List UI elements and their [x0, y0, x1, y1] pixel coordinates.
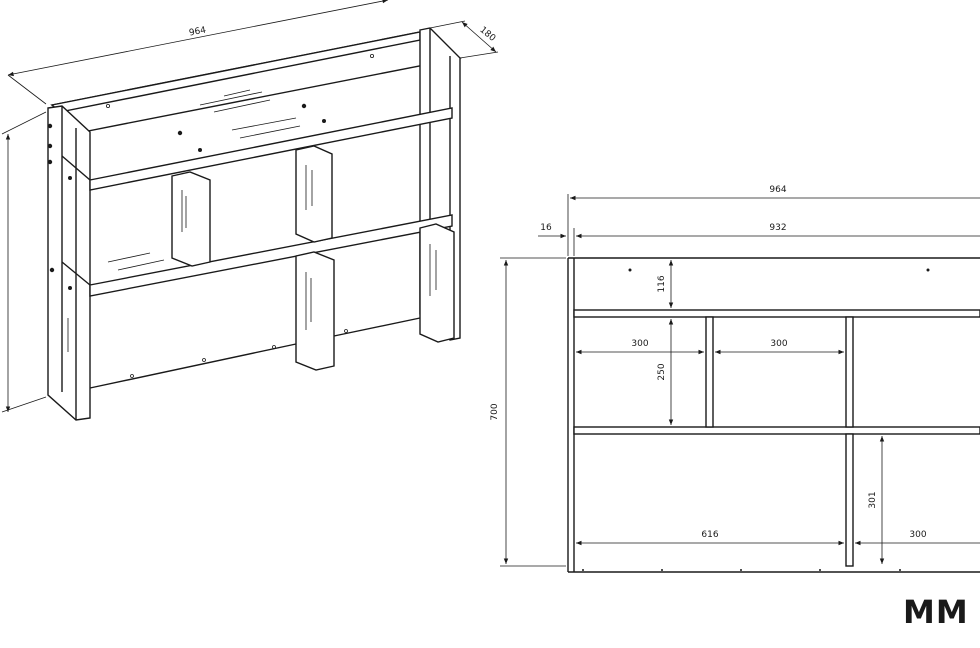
front-dim-cell-left: 300 [631, 339, 648, 349]
front-dim-lower-left: 616 [701, 530, 718, 540]
iso-dim-depth: 180 [477, 25, 497, 44]
iso-top-board [50, 31, 462, 132]
front-upper-divider-1 [705, 316, 714, 428]
iso-lower-divider-right [419, 223, 455, 343]
front-dim-total-width: 964 [769, 185, 786, 195]
front-dim-cell-mid: 300 [770, 339, 787, 349]
front-dim-inner-width: 932 [769, 223, 786, 233]
front-dim-mid-gap: 250 [657, 363, 667, 380]
brand-logo: MM [903, 593, 969, 631]
iso-lower-divider-center [295, 251, 335, 371]
front-dim-height: 700 [490, 403, 500, 420]
iso-lower-shelf [89, 214, 453, 297]
iso-upper-divider-left [171, 171, 211, 267]
iso-upper-divider-right [295, 145, 333, 243]
front-upper-divider-2 [845, 316, 854, 428]
iso-grain-marks [61, 89, 437, 356]
front-dim-top-gap: 116 [657, 275, 667, 292]
front-view: 964 16 932 700 116 250 300 300 301 616 3… [490, 185, 980, 573]
iso-dim-height: 700 [0, 266, 1, 283]
front-lower-divider [845, 433, 854, 567]
front-dim-bottom-gap: 301 [868, 491, 878, 508]
iso-middle-shelf [89, 107, 453, 191]
front-dim-lower-right: 300 [909, 530, 926, 540]
iso-left-side-panel [47, 105, 91, 421]
front-middle-shelf [573, 426, 980, 435]
iso-holes [47, 54, 374, 378]
front-holes [582, 268, 930, 571]
front-top-shelf [573, 309, 980, 318]
iso-dim-width: 964 [188, 25, 207, 38]
front-dim-side-thickness: 16 [540, 223, 552, 233]
isometric-view: 964 180 700 [0, 0, 499, 421]
